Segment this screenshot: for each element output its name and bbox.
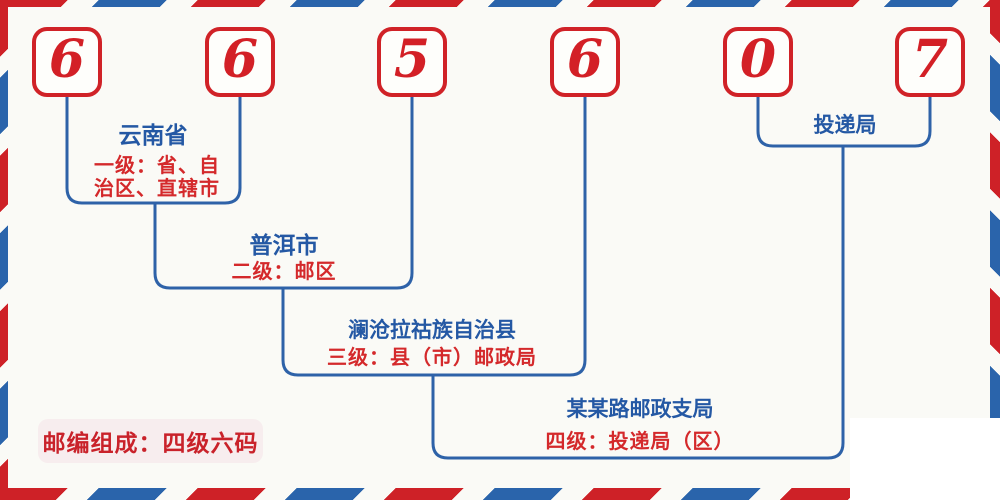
airmail-border-left (0, 0, 8, 500)
level3-region-name: 澜沧拉祜族自治县 (348, 319, 516, 342)
postal-code-composition-badge: 邮编组成：四级六码 (38, 419, 263, 463)
digit-5: 0 (739, 29, 777, 90)
digit-box-1: 6 (32, 27, 102, 97)
digit-box-2: 6 (205, 27, 275, 97)
digit-1: 6 (48, 29, 86, 90)
digit-4: 6 (566, 29, 604, 90)
digit-2: 6 (221, 29, 259, 90)
level1-region-name: 云南省 (118, 122, 188, 148)
airmail-border-top (0, 0, 1000, 7)
badge-label: 邮编组成：四级六码 (42, 430, 259, 456)
level3-desc: 三级：县（市）邮政局 (327, 347, 537, 369)
digit-box-6: 7 (895, 27, 965, 97)
digit-box-3: 5 (377, 27, 447, 97)
level4-region-name: 某某路邮政支局 (566, 398, 714, 421)
level2-desc: 二级：邮区 (231, 261, 337, 283)
level4-desc: 四级：投递局（区） (545, 431, 735, 453)
delivery-office-label: 投递局 (813, 114, 877, 137)
airmail-border-bottom (0, 488, 1000, 500)
level1-desc-line2: 治区、直辖市 (94, 178, 220, 200)
digit-box-4: 6 (550, 27, 620, 97)
airmail-border-right (990, 0, 1000, 500)
bottom-right-white-patch (850, 418, 1000, 500)
digit-6: 7 (911, 29, 949, 90)
digit-box-5: 0 (723, 27, 793, 97)
digit-3: 5 (393, 29, 431, 90)
